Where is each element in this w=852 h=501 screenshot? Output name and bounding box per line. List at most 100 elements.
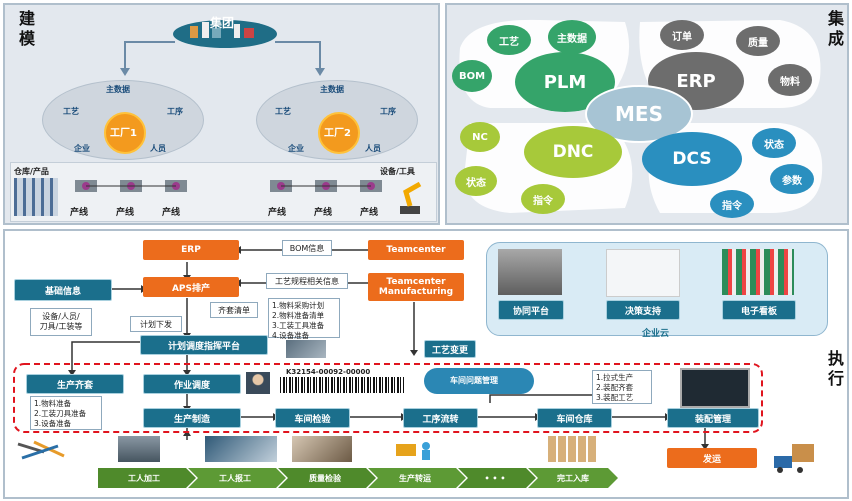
group-icon bbox=[170, 10, 280, 50]
factory-2-icon bbox=[318, 112, 360, 154]
photo-report bbox=[205, 436, 277, 462]
bom-info-label: BOM信息 bbox=[282, 240, 332, 256]
step-3: 质量检验 bbox=[309, 473, 341, 483]
dispatch-platform-box: 计划调度指挥平台 bbox=[140, 335, 268, 355]
prep-item-2: 2.物料准备清单 bbox=[272, 311, 325, 320]
dnc-item-2: 状态 bbox=[455, 166, 497, 196]
cloud-screen-1 bbox=[498, 249, 562, 295]
flow-inspection: 车间检验 bbox=[275, 408, 350, 428]
warehouse-label: 仓库/产品 bbox=[14, 167, 49, 176]
factory-1-icon bbox=[104, 112, 146, 154]
prep-item-4: 4.设备准备 bbox=[272, 331, 310, 340]
line-label-4: 产线 bbox=[268, 208, 287, 218]
step-2: 工人报工 bbox=[219, 473, 251, 483]
assembly-items-list: 1.拉式生产 2.装配齐套 3.装配工艺 bbox=[592, 370, 652, 404]
process-info-label: 工艺规程相关信息 bbox=[266, 273, 348, 289]
step-5: • • • bbox=[484, 473, 506, 483]
line-machines bbox=[70, 172, 390, 202]
plm-item-2: 主数据 bbox=[548, 20, 596, 54]
dnc-bubble: DNC bbox=[524, 126, 622, 178]
photo-quality bbox=[292, 436, 352, 462]
step-1: 工人加工 bbox=[128, 473, 160, 483]
plan-issue-label: 计划下发 bbox=[130, 316, 182, 332]
group-label: 集团 bbox=[210, 16, 235, 30]
dnc-item-3: 指令 bbox=[521, 184, 565, 214]
problem-mgmt-label: 车间问题管理 bbox=[450, 376, 498, 385]
factory-2-right: 工序 bbox=[380, 107, 396, 116]
plm-item-3: BOM bbox=[452, 60, 492, 92]
erp-item-1: 订单 bbox=[660, 20, 704, 50]
photo-machining bbox=[118, 436, 160, 462]
factory-1-left: 工艺 bbox=[63, 107, 79, 116]
robot-arm-icon bbox=[396, 178, 428, 216]
assembly-item-3: 3.装配工艺 bbox=[596, 393, 634, 402]
dcs-item-1: 状态 bbox=[752, 128, 796, 158]
equipment-label: 设备/工具 bbox=[380, 167, 415, 176]
production-kit-box: 生产齐套 bbox=[26, 374, 124, 394]
factory-2-bottom-right: 人员 bbox=[365, 144, 381, 153]
factory-1-name: 工厂1 bbox=[110, 128, 137, 139]
cloud-screen-2 bbox=[606, 249, 680, 297]
kit-item-2: 2.工装刀具准备 bbox=[34, 409, 87, 418]
steps-banner bbox=[98, 468, 618, 488]
line-label-6: 产线 bbox=[360, 208, 379, 218]
factory-2-name: 工厂2 bbox=[324, 128, 351, 139]
photo-storage bbox=[548, 436, 598, 462]
kit-items-list: 1.物料准备 2.工装刀具准备 3.设备准备 bbox=[30, 396, 102, 430]
factory-2-left: 工艺 bbox=[275, 107, 291, 116]
assembly-item-2: 2.装配齐套 bbox=[596, 383, 634, 392]
line-label-5: 产线 bbox=[314, 208, 333, 218]
prep-item-3: 3.工装工具准备 bbox=[272, 321, 325, 330]
cloud-item-collab: 协同平台 bbox=[498, 300, 564, 320]
erp-box: ERP bbox=[143, 240, 239, 260]
prep-item-1: 1.物料采购计划 bbox=[272, 301, 325, 310]
step-6: 完工入库 bbox=[557, 473, 589, 483]
line-label-1: 产线 bbox=[70, 208, 89, 218]
line-label-3: 产线 bbox=[162, 208, 181, 218]
factory-2-top: 主数据 bbox=[320, 85, 344, 94]
teamcenter-box: Teamcenter bbox=[368, 240, 464, 260]
factory-1-top: 主数据 bbox=[106, 85, 130, 94]
factory-1-right: 工序 bbox=[167, 107, 183, 116]
worker-photo bbox=[246, 372, 270, 394]
cloud-item-board: 电子看板 bbox=[722, 300, 796, 320]
work-dispatch-box: 作业调度 bbox=[143, 374, 241, 394]
teamcenter-mfg-box: Teamcenter Manufacturing bbox=[368, 273, 464, 301]
warehouse-rack-icon bbox=[14, 178, 58, 216]
section-label-integrate: 集成 bbox=[825, 10, 844, 50]
barcode-text: K32154-00092-00000 bbox=[284, 368, 373, 376]
prep-list: 1.物料采购计划 2.物料准备清单 3.工装工具准备 4.设备准备 bbox=[268, 298, 340, 340]
resources-label: 设备/人员/ 刀具/工装等 bbox=[30, 308, 92, 336]
kit-list-label: 齐套清单 bbox=[210, 302, 258, 318]
problem-mgmt-cloud bbox=[424, 368, 534, 394]
plm-item-1: 工艺 bbox=[487, 25, 531, 55]
dcs-item-2: 参数 bbox=[770, 164, 814, 194]
kit-item-3: 3.设备准备 bbox=[34, 419, 72, 428]
factory-2-bottom-left: 企业 bbox=[288, 144, 304, 153]
process-change-box: 工艺变更 bbox=[424, 340, 476, 358]
step-4: 生产转运 bbox=[399, 473, 431, 483]
warehouse-photo bbox=[286, 340, 326, 358]
dnc-item-1: NC bbox=[460, 122, 500, 152]
section-label-execute: 执行 bbox=[825, 350, 844, 390]
factory-1-bottom-left: 企业 bbox=[74, 144, 90, 153]
cloud-label: 企业云 bbox=[642, 329, 670, 339]
flow-assembly: 装配管理 bbox=[667, 408, 759, 428]
kit-item-1: 1.物料准备 bbox=[34, 399, 72, 408]
monitor-screen bbox=[680, 368, 750, 408]
section-label-build: 建模 bbox=[16, 10, 35, 50]
line-label-2: 产线 bbox=[116, 208, 135, 218]
factory-1-bottom-right: 人员 bbox=[150, 144, 166, 153]
photo-transfer bbox=[392, 436, 438, 462]
assembly-item-1: 1.拉式生产 bbox=[596, 373, 634, 382]
ship-box: 发运 bbox=[667, 448, 757, 468]
flow-manufacturing: 生产制造 bbox=[143, 408, 241, 428]
group-arrows bbox=[120, 41, 325, 76]
flow-transfer: 工序流转 bbox=[403, 408, 478, 428]
dcs-bubble: DCS bbox=[642, 132, 742, 186]
flow-warehouse: 车间仓库 bbox=[537, 408, 612, 428]
erp-item-3: 物料 bbox=[768, 64, 812, 96]
cloud-screen-3 bbox=[722, 249, 794, 295]
basic-info-box: 基础信息 bbox=[14, 279, 112, 301]
